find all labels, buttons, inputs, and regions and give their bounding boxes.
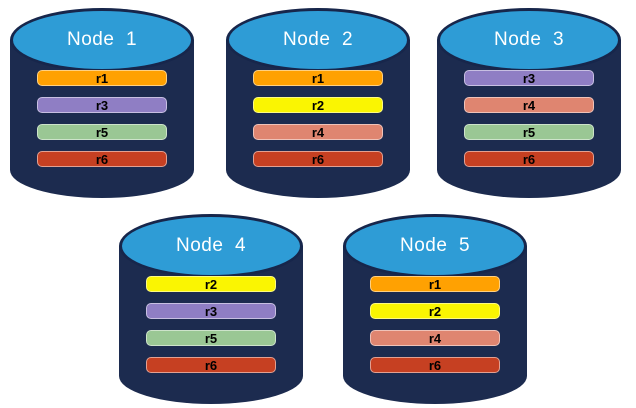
replica-bar: r1 (253, 70, 383, 86)
replica-bar: r3 (37, 97, 167, 113)
replica-bar: r5 (464, 124, 594, 140)
replica-bar: r1 (370, 276, 500, 292)
node-title: Node 4 (175, 235, 247, 256)
node-title: Node 1 (66, 29, 138, 50)
node-5-cylinder: Node 5 r1 r2 r4 r6 (343, 214, 527, 404)
replica-bar: r4 (370, 330, 500, 346)
node-3-cylinder: Node 3 r3 r4 r5 r6 (437, 8, 621, 198)
replica-bar-list: r1 r2 r4 r6 (370, 276, 500, 384)
replica-bar-list: r1 r2 r4 r6 (253, 70, 383, 178)
node-title: Node 2 (282, 29, 354, 50)
node-2-cylinder: Node 2 r1 r2 r4 r6 (226, 8, 410, 198)
node-1-cylinder: Node 1 r1 r3 r5 r6 (10, 8, 194, 198)
replica-bar: r3 (464, 70, 594, 86)
replica-bar: r6 (37, 151, 167, 167)
replica-bar: r4 (253, 124, 383, 140)
replica-bar: r1 (37, 70, 167, 86)
replica-bar-list: r2 r3 r5 r6 (146, 276, 276, 384)
node-title: Node 3 (493, 29, 565, 50)
replica-bar: r2 (370, 303, 500, 319)
replica-bar: r6 (464, 151, 594, 167)
node-title: Node 5 (399, 235, 471, 256)
cylinder-top-ellipse (226, 8, 410, 72)
replica-bar: r2 (146, 276, 276, 292)
replica-bar: r4 (464, 97, 594, 113)
replica-bar: r6 (146, 357, 276, 373)
replica-bar: r6 (370, 357, 500, 373)
replica-bar: r5 (37, 124, 167, 140)
replica-bar: r3 (146, 303, 276, 319)
replica-bar: r6 (253, 151, 383, 167)
replica-bar-list: r1 r3 r5 r6 (37, 70, 167, 178)
node-4-cylinder: Node 4 r2 r3 r5 r6 (119, 214, 303, 404)
replica-bar: r2 (253, 97, 383, 113)
cylinder-top-ellipse (10, 8, 194, 72)
cylinder-top-ellipse (343, 214, 527, 278)
replica-bar: r5 (146, 330, 276, 346)
replica-bar-list: r3 r4 r5 r6 (464, 70, 594, 178)
